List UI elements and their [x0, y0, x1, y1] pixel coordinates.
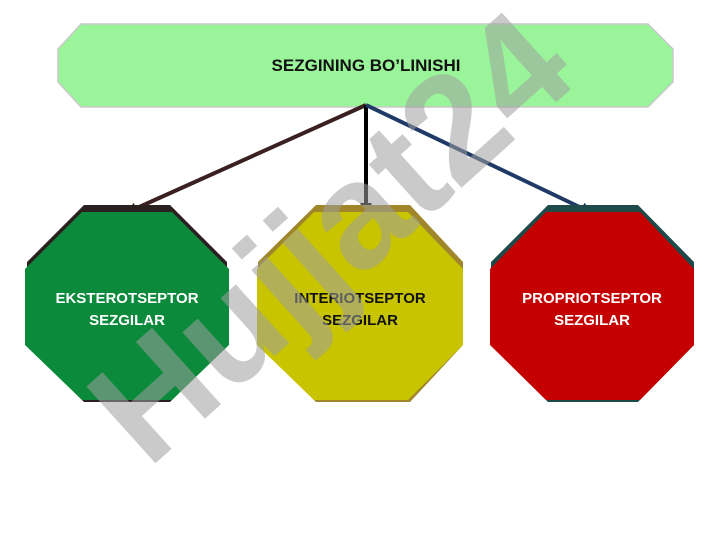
- propriotseptor-label-line1: PROPRIOTSEPTOR: [522, 290, 662, 307]
- eksterotseptor-label-line2: SEZGILAR: [89, 312, 165, 329]
- root-node: SEZGINING BO’LINISHI: [57, 23, 674, 108]
- connectors: [125, 103, 593, 215]
- arrow-to-eksterotseptor: [125, 103, 367, 214]
- eksterotseptor-shape: [25, 212, 229, 400]
- propriotseptor-shape: [490, 212, 694, 400]
- interiotseptor-label-line1: INTERIOTSEPTOR: [294, 290, 426, 307]
- interiotseptor-node: INTERIOTSEPTOR SEZGILAR: [257, 205, 463, 402]
- propriotseptor-node: PROPRIOTSEPTOR SEZGILAR: [490, 205, 694, 402]
- interiotseptor-label-line2: SEZGILAR: [322, 312, 398, 329]
- interiotseptor-shape: [257, 212, 463, 400]
- root-node-label: SEZGINING BO’LINISHI: [272, 56, 461, 75]
- arrow-to-propriotseptor: [365, 103, 593, 214]
- propriotseptor-label-line2: SEZGILAR: [554, 312, 630, 329]
- eksterotseptor-label-line1: EKSTEROTSEPTOR: [55, 290, 198, 307]
- root-node-shape: [57, 23, 674, 108]
- eksterotseptor-node: EKSTEROTSEPTOR SEZGILAR: [25, 205, 229, 402]
